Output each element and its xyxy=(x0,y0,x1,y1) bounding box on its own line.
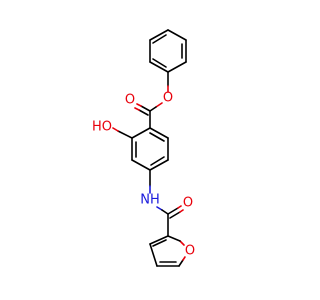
bond-o-c xyxy=(149,106,157,112)
bond-c-o-double-b-red xyxy=(134,107,140,111)
bond-amide-co-b xyxy=(169,211,181,219)
bond-amide-co-a-red xyxy=(177,205,182,209)
benzene-ring xyxy=(131,127,169,171)
bond-nh-c-blue xyxy=(156,206,163,211)
bond-ring-oh-red xyxy=(112,127,119,132)
carbonyl-oxygen-label: O xyxy=(125,93,135,108)
bond-nh-c xyxy=(161,209,169,215)
amide-oxygen-label: O xyxy=(183,196,193,211)
phenyl-ring xyxy=(149,29,187,73)
bond-c-o-double-a xyxy=(140,105,151,112)
furan-ring xyxy=(149,235,186,267)
bond-o-c-red xyxy=(155,102,163,108)
amide-nh-label: NH xyxy=(140,193,160,208)
hydroxyl-label: HO xyxy=(92,120,112,135)
furan-oxygen-label: O xyxy=(185,244,195,259)
bond-c-o-double-b xyxy=(138,109,149,116)
bond-amide-co-b-red xyxy=(179,209,184,213)
bond-ring-oh xyxy=(117,130,133,139)
molecule-diagram: O O HO NH O O xyxy=(92,29,195,267)
structure-canvas: O O HO NH O O xyxy=(92,29,195,267)
ester-oxygen-label: O xyxy=(163,91,173,106)
bond-amide-co-a xyxy=(167,207,179,215)
bond-c-o-double-a-red xyxy=(136,103,142,107)
